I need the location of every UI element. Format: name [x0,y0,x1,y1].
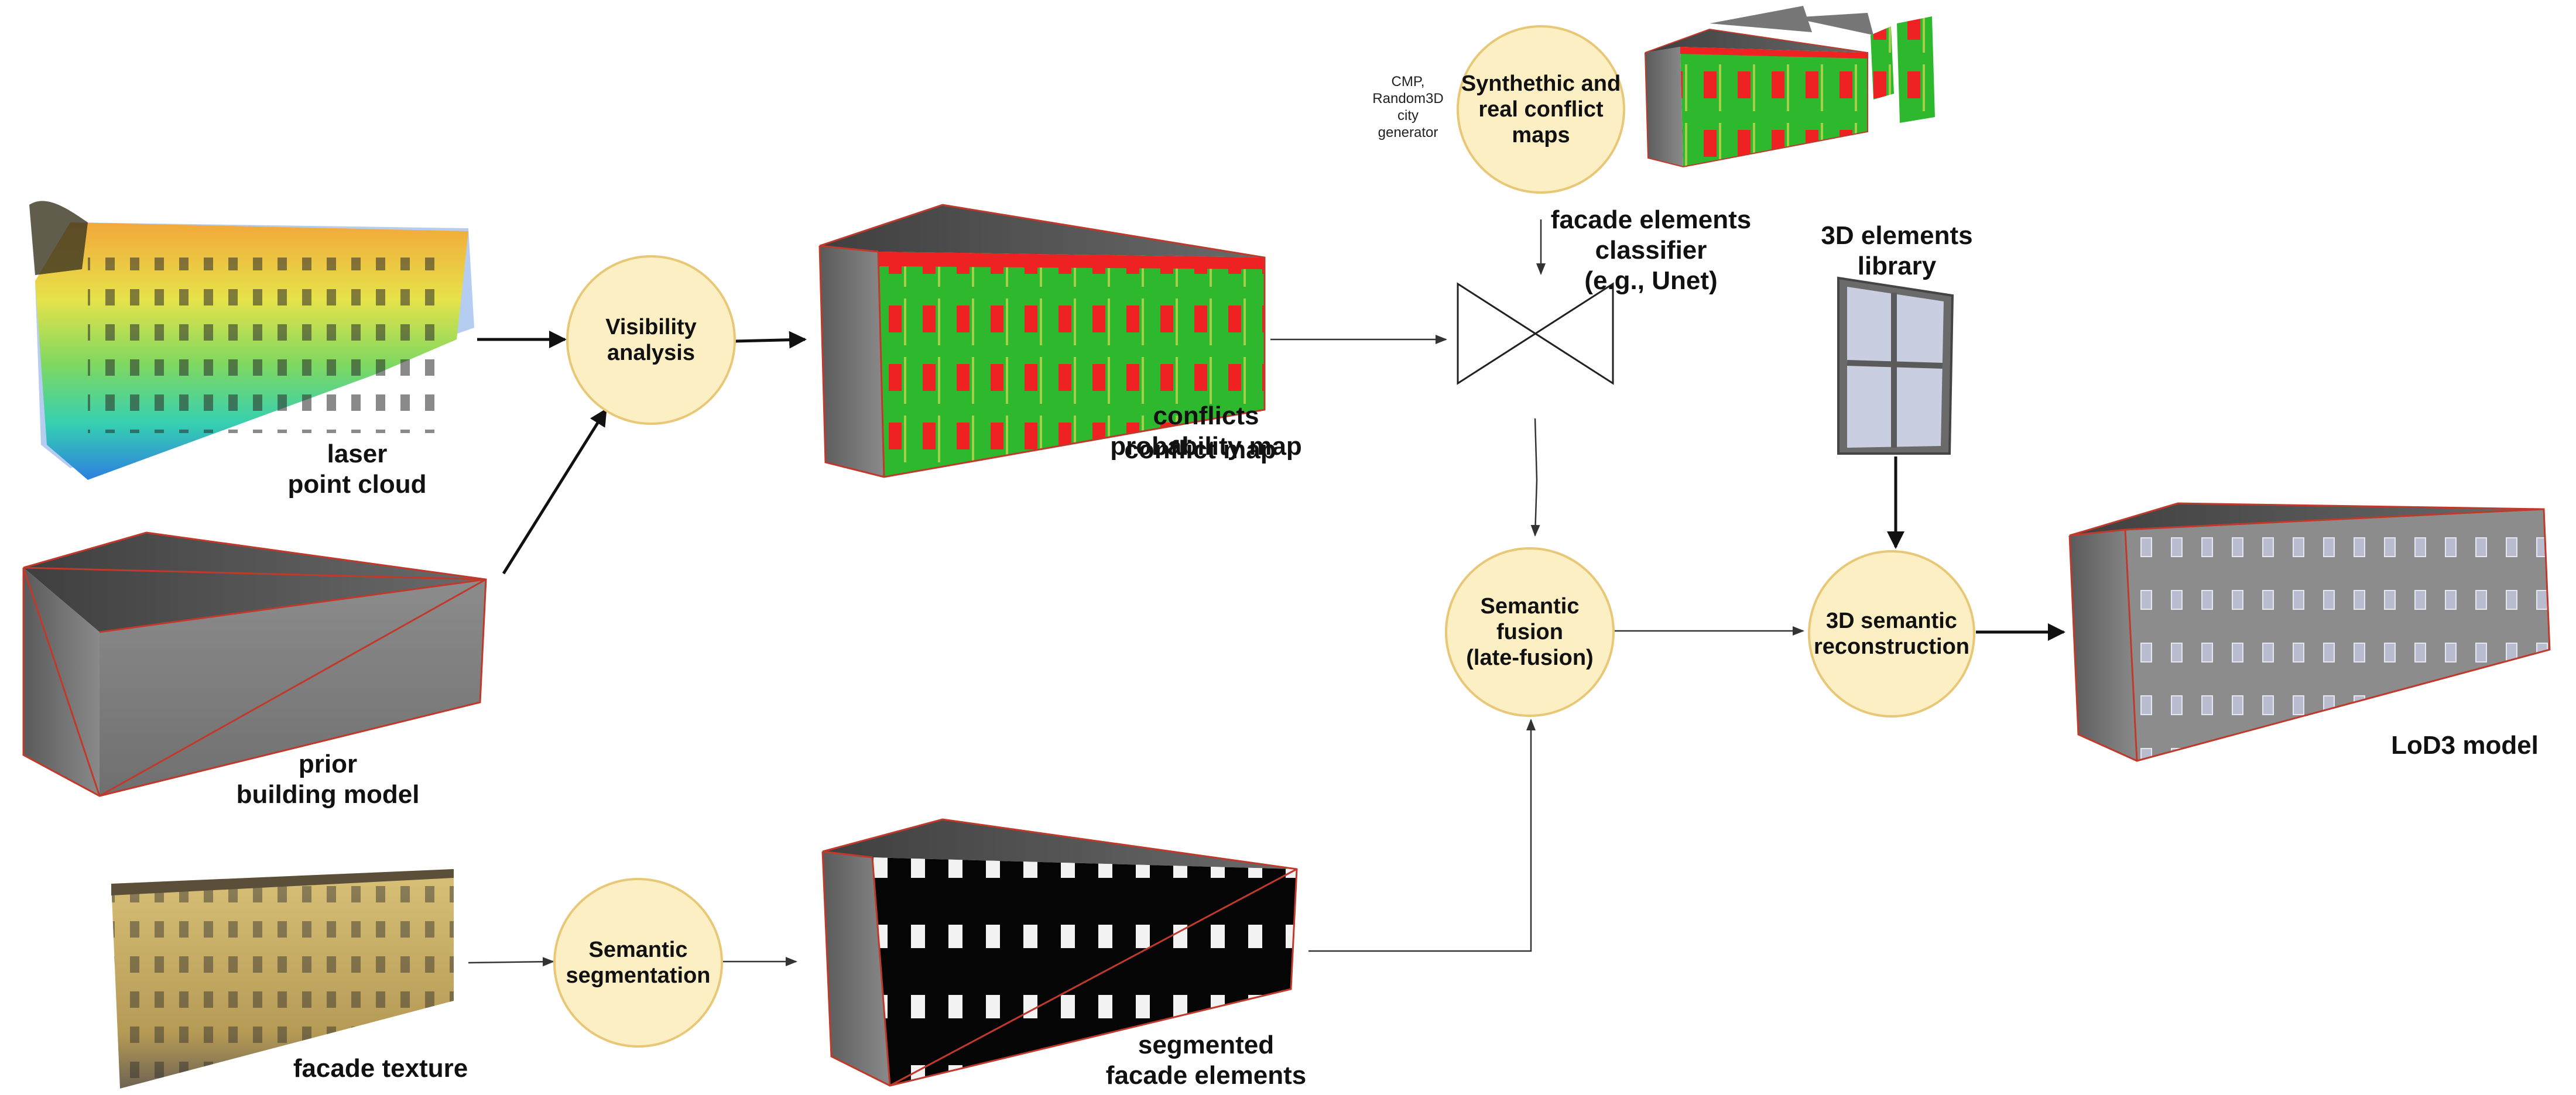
conflict-map-building [818,204,1266,478]
facade-texture-image [111,869,454,1089]
conflict-map-overlap-label: conflict map [1124,435,1276,464]
prior-model-label: prior building model [236,750,420,809]
reconstruction-label: 3D semantic reconstruction [1813,609,1970,659]
semantic-segmentation-node: Semantic segmentation [553,878,723,1048]
semantic-fusion-node: Semantic fusion (late-fusion) [1445,547,1615,717]
visibility-analysis-label: Visibility analysis [605,315,697,365]
classifier-label: facade elements classifier (e.g., Unet) [1550,205,1752,295]
arrow-texture-to-segmentation [468,957,554,967]
arrows [468,219,2065,967]
point-cloud-image [29,201,474,480]
prior-building-model [22,531,487,797]
visibility-analysis-node: Visibility analysis [566,255,736,425]
synthetic-maps-node: Synthethic and real conflict maps [1457,25,1625,194]
datasets-note: CMP, Random3D city generator [1372,74,1444,140]
arrow-segmented-to-fusion [1308,719,1536,952]
library-label: 3D elements library [1821,221,1973,280]
lod3-label: LoD3 model [2391,731,2539,760]
conflict-map-label: conflicts probability map [1110,401,1302,461]
segmented-label: segmented facade elements [1105,1031,1307,1090]
classifier-symbol [1457,282,1614,385]
synthetic-maps-stack [1645,6,1935,168]
lod3-model [2068,502,2551,762]
arrow-prior-to-visibility [502,408,608,575]
reconstruction-node: 3D semantic reconstruction [1808,550,1975,718]
facade-texture-label: facade texture [293,1054,468,1083]
segmented-building [821,818,1298,1087]
semantic-segmentation-label: Semantic segmentation [566,938,711,988]
arrow-visibility-to-conflict [734,331,807,349]
semantic-fusion-label: Semantic fusion (late-fusion) [1466,594,1594,670]
window-library-image [1837,276,1954,455]
arrow-classifier-to-fusion [1530,418,1540,537]
synthetic-maps-label: Synthethic and real conflict maps [1461,71,1621,147]
point-cloud-label: laser point cloud [287,440,427,499]
